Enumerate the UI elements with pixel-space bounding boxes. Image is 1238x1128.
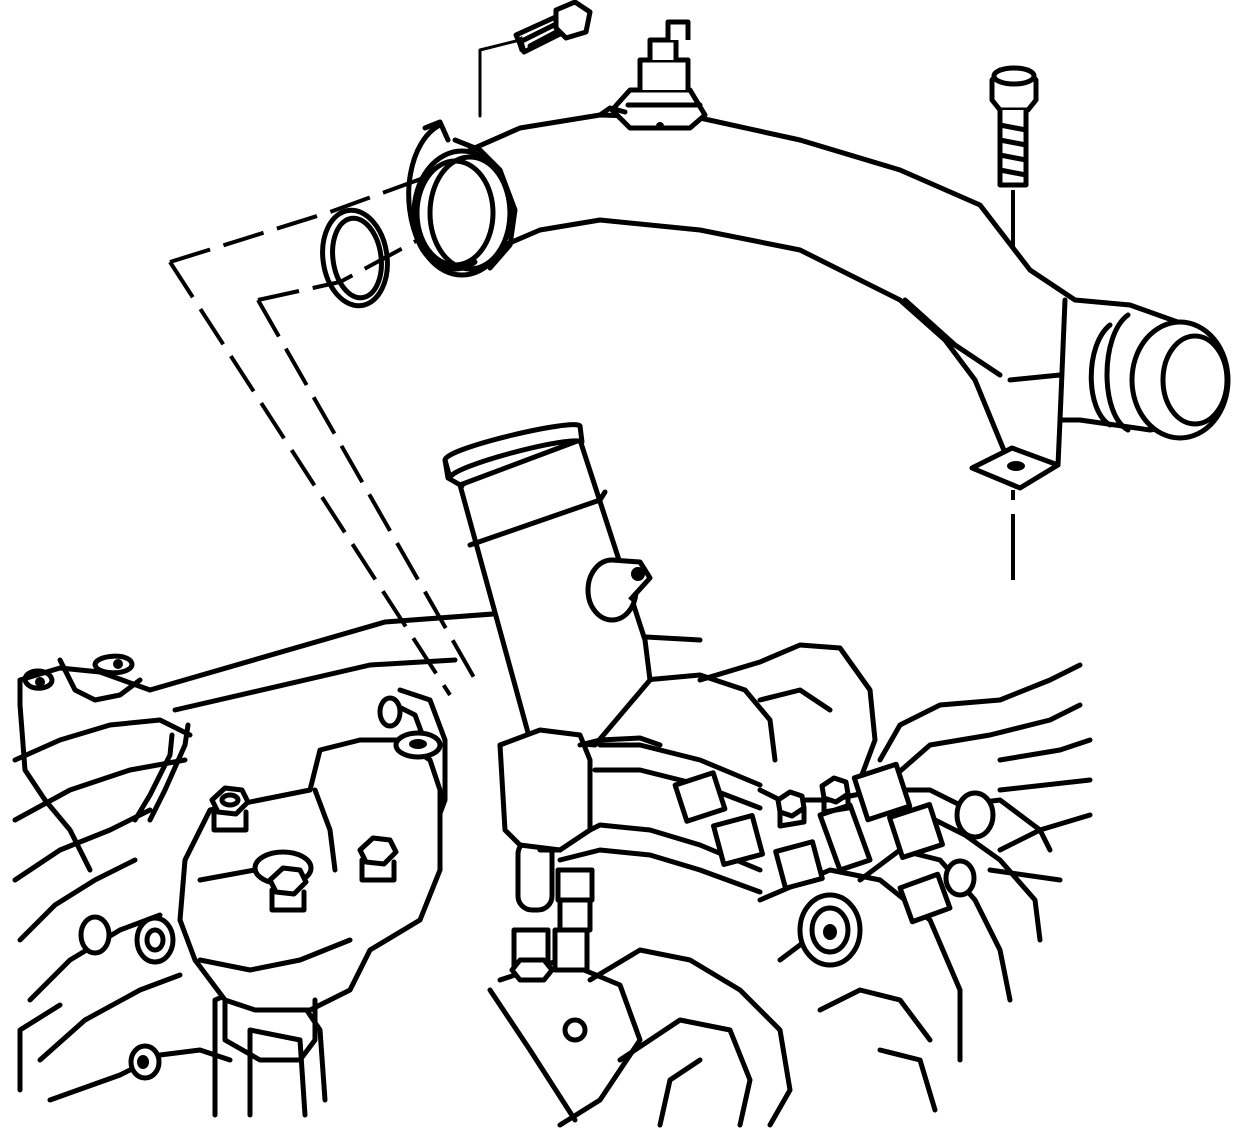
coolant-inlet-neck xyxy=(442,422,663,853)
hose-connection-neck xyxy=(597,105,664,130)
pipe-bracket-bolt xyxy=(989,65,1039,188)
outlet-pipe-retaining-ring xyxy=(406,119,478,272)
thermostat-housing xyxy=(177,695,443,1063)
fuel-lines xyxy=(557,742,1053,968)
outlet-pipe-seal xyxy=(320,207,390,309)
pipe-flange-bolt xyxy=(513,0,593,55)
rail-bolt-right xyxy=(819,775,851,815)
coolant-temperature-sensor xyxy=(609,19,708,131)
housing-bolt-2 xyxy=(267,865,309,913)
coolant-outlet-pipe xyxy=(411,112,1231,491)
housing-bolt-3 xyxy=(357,835,399,883)
housing-bolt-1 xyxy=(209,785,251,833)
rail-bolt-left xyxy=(775,789,807,829)
